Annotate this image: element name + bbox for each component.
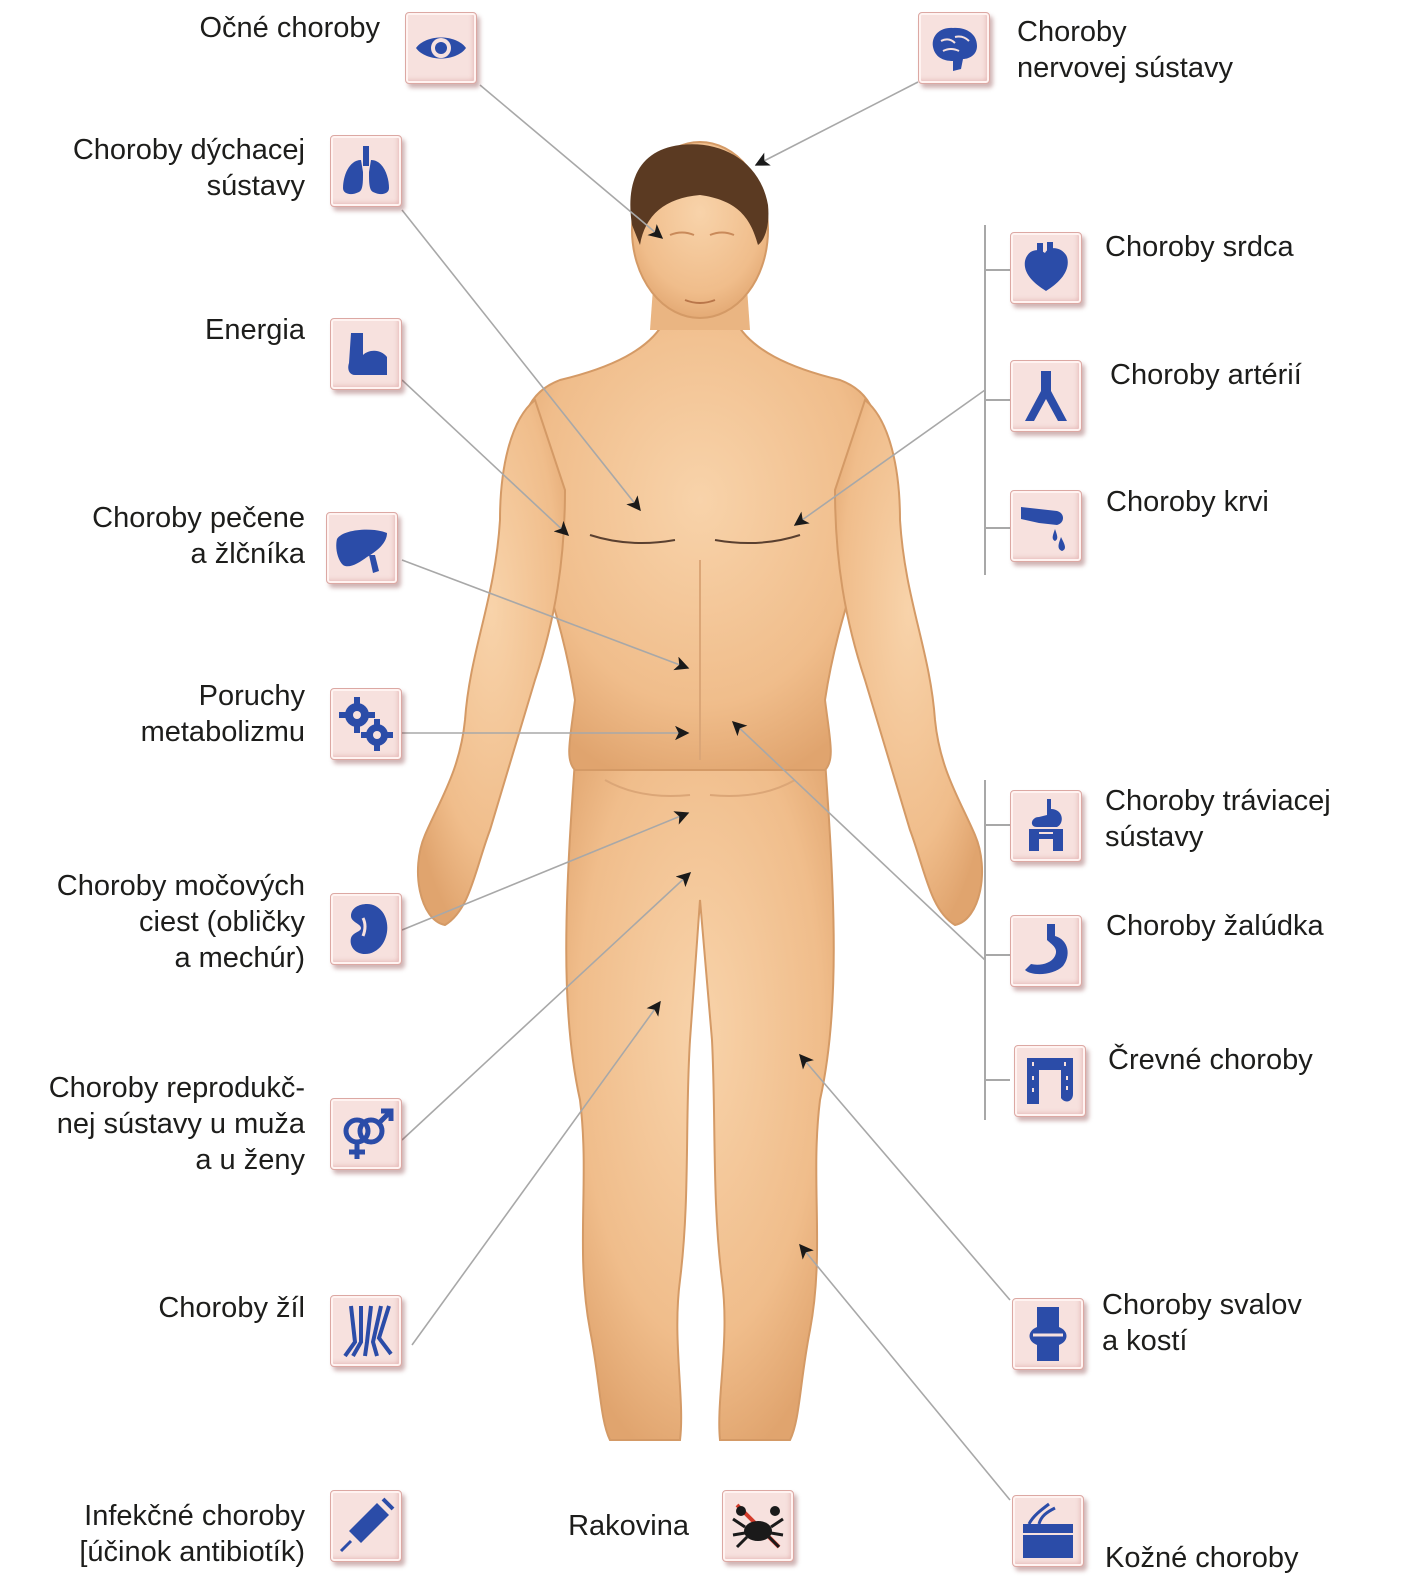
liver-icon xyxy=(333,519,391,577)
tile-kozne xyxy=(1012,1495,1084,1567)
label-choroby-dychacej: Choroby dýchacej sústavy xyxy=(73,132,305,204)
label-rakovina: Rakovina xyxy=(568,1508,689,1544)
label-crevne-choroby: Črevné choroby xyxy=(1108,1042,1313,1078)
label-choroby-mocovych: Choroby močových ciest (obličky a mechúr… xyxy=(57,868,305,976)
label-ocne-choroby: Očné choroby xyxy=(199,10,380,46)
tile-dychacej xyxy=(330,135,402,207)
label-choroby-nervovej: Choroby nervovej sústavy xyxy=(1017,14,1233,86)
label-choroby-svalov: Choroby svalov a kostí xyxy=(1102,1287,1302,1359)
tile-zil xyxy=(330,1295,402,1367)
label-poruchy-metabolizmu: Poruchy metabolizmu xyxy=(141,678,305,750)
tile-srdca xyxy=(1010,232,1082,304)
label-choroby-traviacej: Choroby tráviacej sústavy xyxy=(1105,783,1331,855)
stomach-icon xyxy=(1017,922,1075,980)
skin-layer-icon xyxy=(1019,1502,1077,1560)
tile-mocovych xyxy=(330,893,402,965)
right-brackets xyxy=(985,225,1010,1120)
label-choroby-pecene: Choroby pečene a žlčníka xyxy=(92,500,305,572)
tile-zaludka xyxy=(1010,915,1082,987)
label-choroby-reprodukcnej: Choroby reprodukč- nej sústavy u muža a … xyxy=(49,1070,305,1178)
tile-nervove xyxy=(918,12,990,84)
tile-infekcne xyxy=(330,1490,402,1562)
pointer-nervove xyxy=(756,82,918,165)
brain-icon xyxy=(925,19,983,77)
tile-traviacej xyxy=(1010,790,1082,862)
gender-symbols-icon xyxy=(337,1105,395,1163)
kidney-icon xyxy=(337,900,395,958)
knee-joint-icon xyxy=(1019,1305,1077,1363)
tile-reprodukcnej xyxy=(330,1098,402,1170)
label-choroby-srdca: Choroby srdca xyxy=(1105,229,1294,265)
label-choroby-zaludka: Choroby žalúdka xyxy=(1106,908,1324,944)
blood-drop-icon xyxy=(1017,497,1075,555)
label-choroby-arterii: Choroby artérií xyxy=(1110,357,1302,393)
label-infekcne-choroby: Infekčné choroby [účinok antibiotík) xyxy=(79,1498,305,1570)
tile-crevne xyxy=(1014,1045,1086,1117)
syringe-icon xyxy=(337,1497,395,1555)
lungs-icon xyxy=(337,142,395,200)
crab-icon xyxy=(729,1497,787,1555)
tile-energia xyxy=(330,318,402,390)
tile-pecene xyxy=(326,512,398,584)
tile-rakovina xyxy=(722,1490,794,1562)
veins-icon xyxy=(337,1302,395,1360)
flexed-arm-icon xyxy=(337,325,395,383)
gears-icon xyxy=(337,695,395,753)
tile-krvi xyxy=(1010,490,1082,562)
digestive-tract-icon xyxy=(1017,797,1075,855)
intestine-icon xyxy=(1021,1052,1079,1110)
tile-arterii xyxy=(1010,360,1082,432)
tile-svalov xyxy=(1012,1298,1084,1370)
pointer-svalov xyxy=(800,1055,1010,1300)
pointer-ocne xyxy=(480,85,662,238)
heart-icon xyxy=(1017,239,1075,297)
tile-ocne xyxy=(405,12,477,84)
eye-icon xyxy=(412,19,470,77)
label-energia: Energia xyxy=(205,312,305,348)
label-kozne-choroby: Kožné choroby xyxy=(1105,1540,1298,1576)
pointer-kozne xyxy=(800,1245,1010,1500)
label-choroby-zil: Choroby žíl xyxy=(158,1290,305,1326)
tile-metabolizmu xyxy=(330,688,402,760)
artery-icon xyxy=(1017,367,1075,425)
label-choroby-krvi: Choroby krvi xyxy=(1106,484,1269,520)
